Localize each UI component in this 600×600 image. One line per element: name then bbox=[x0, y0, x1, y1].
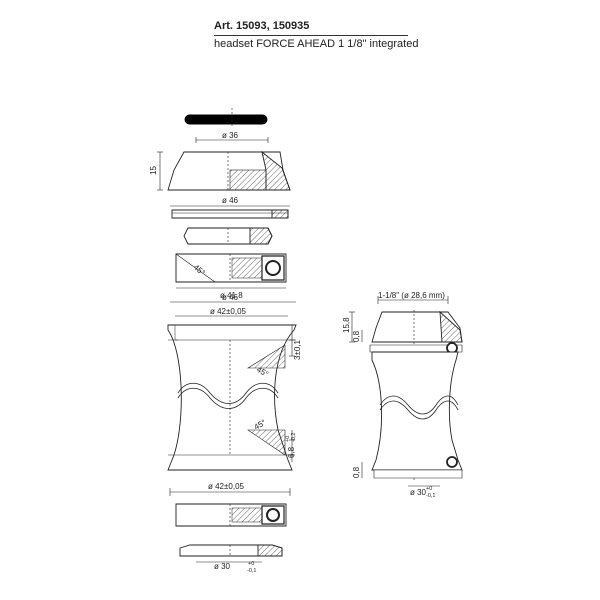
dim-height-3: 3±0,1 bbox=[293, 339, 302, 360]
lower-bearing bbox=[175, 503, 287, 527]
title-block: Art. 15093, 150935 headset FORCE AHEAD 1… bbox=[214, 20, 419, 51]
seal-ring bbox=[170, 205, 290, 219]
top-cover bbox=[157, 137, 291, 191]
tol-plus0-left: +0 bbox=[248, 561, 254, 567]
dim-height-6-8: 6,8 bbox=[287, 446, 296, 458]
dim-d30-left: ø 30 bbox=[214, 562, 231, 571]
tol-plus0-right: +0 bbox=[426, 486, 432, 492]
title-divider bbox=[214, 35, 408, 36]
tol-minus01-right: -0,1 bbox=[426, 493, 435, 499]
dim-d42-top: ø 42±0,05 bbox=[210, 307, 247, 316]
compression-ring bbox=[183, 227, 273, 245]
dim-d46-frame: ø 46 bbox=[222, 293, 239, 302]
dim-d41-8: ø 41,8 bbox=[220, 291, 243, 300]
assembled-view bbox=[349, 296, 463, 487]
tol-minus01-left: -0,1 bbox=[247, 568, 256, 574]
dim-d42-bottom: ø 42±0,05 bbox=[208, 482, 245, 491]
dim-height-15-8: 15,8 bbox=[342, 317, 351, 333]
dim-height-0-8-top: 0,8 bbox=[352, 330, 361, 342]
product-description: headset FORCE AHEAD 1 1/8" integrated bbox=[214, 38, 419, 50]
dim-d46-top: ø 46 bbox=[222, 196, 239, 205]
dim-height-15: 15 bbox=[149, 166, 158, 175]
dim-d36: ø 36 bbox=[222, 131, 239, 140]
upper-bearing bbox=[175, 253, 287, 289]
head-tube bbox=[167, 301, 297, 496]
crown-race bbox=[179, 544, 283, 563]
dim-assembly-top: 1-1/8" (ø 28,6 mm) bbox=[378, 291, 445, 300]
article-number: Art. 15093, 150935 bbox=[214, 20, 310, 32]
tol-plus0-6-8: +0 bbox=[285, 436, 291, 442]
dimension-labels: ø 36 15 ø 46 45° ø 41,8 ø 46 ø 42±0,05 3… bbox=[149, 131, 445, 574]
tol-minus02-6-8: -0,2 bbox=[291, 433, 297, 442]
dim-d30-right: ø 30 bbox=[410, 488, 427, 497]
o-ring bbox=[184, 108, 268, 128]
dim-height-0-8-bottom: 0,8 bbox=[352, 466, 361, 478]
